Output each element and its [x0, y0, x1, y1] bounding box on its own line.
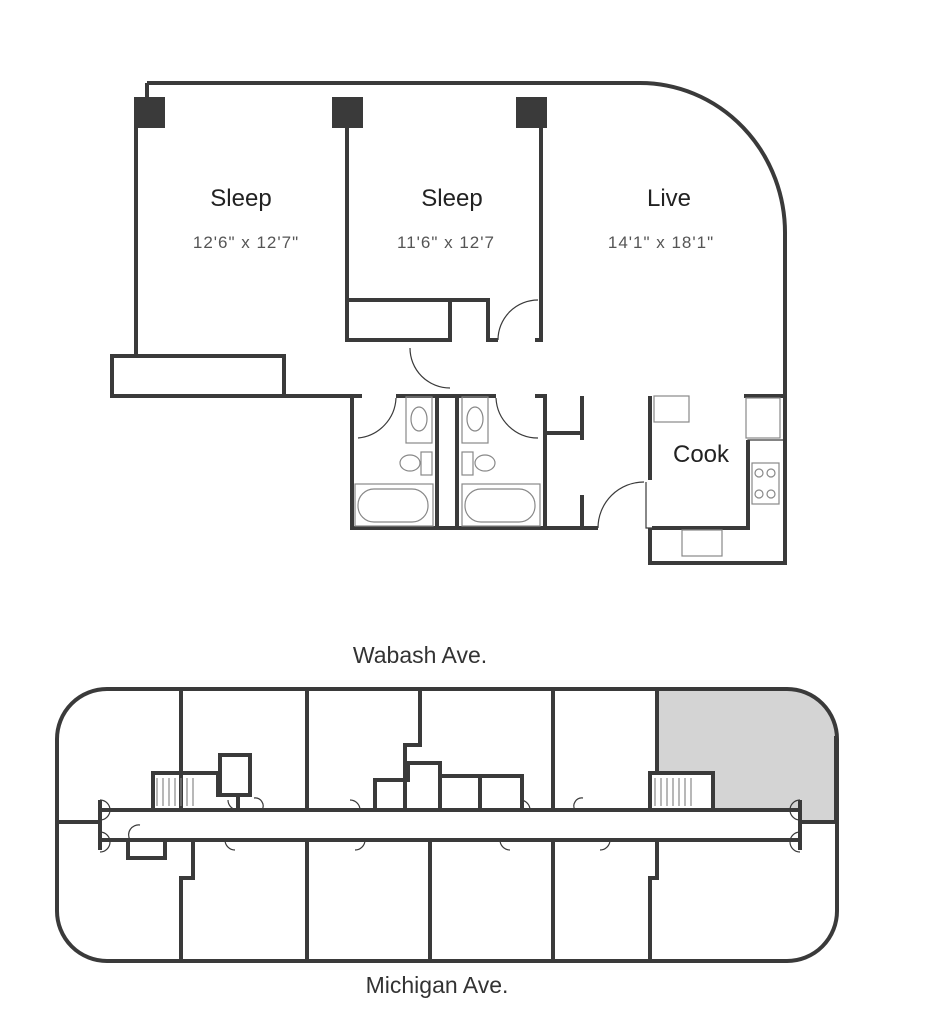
room-size-sleep-2: 11'6" x 12'7: [397, 233, 495, 252]
street-label-bottom: Michigan Ave.: [366, 972, 509, 998]
highlighted-unit: [657, 690, 836, 822]
street-label-top: Wabash Ave.: [353, 642, 487, 668]
column: [516, 97, 547, 128]
room-label-sleep-1: Sleep: [210, 185, 271, 212]
unit-plan: Sleep 12'6" x 12'7" Sleep 11'6" x 12'7 L…: [110, 81, 788, 565]
column: [332, 97, 363, 128]
room-label-live: Live: [647, 185, 691, 212]
room-label-cook: Cook: [673, 441, 730, 468]
room-size-live: 14'1" x 18'1": [608, 233, 714, 252]
room-label-sleep-2: Sleep: [421, 185, 482, 212]
room-size-sleep-1: 12'6" x 12'7": [193, 233, 299, 252]
key-plan: Wabash Ave. Michigan Ave.: [55, 642, 839, 998]
column: [134, 97, 165, 128]
